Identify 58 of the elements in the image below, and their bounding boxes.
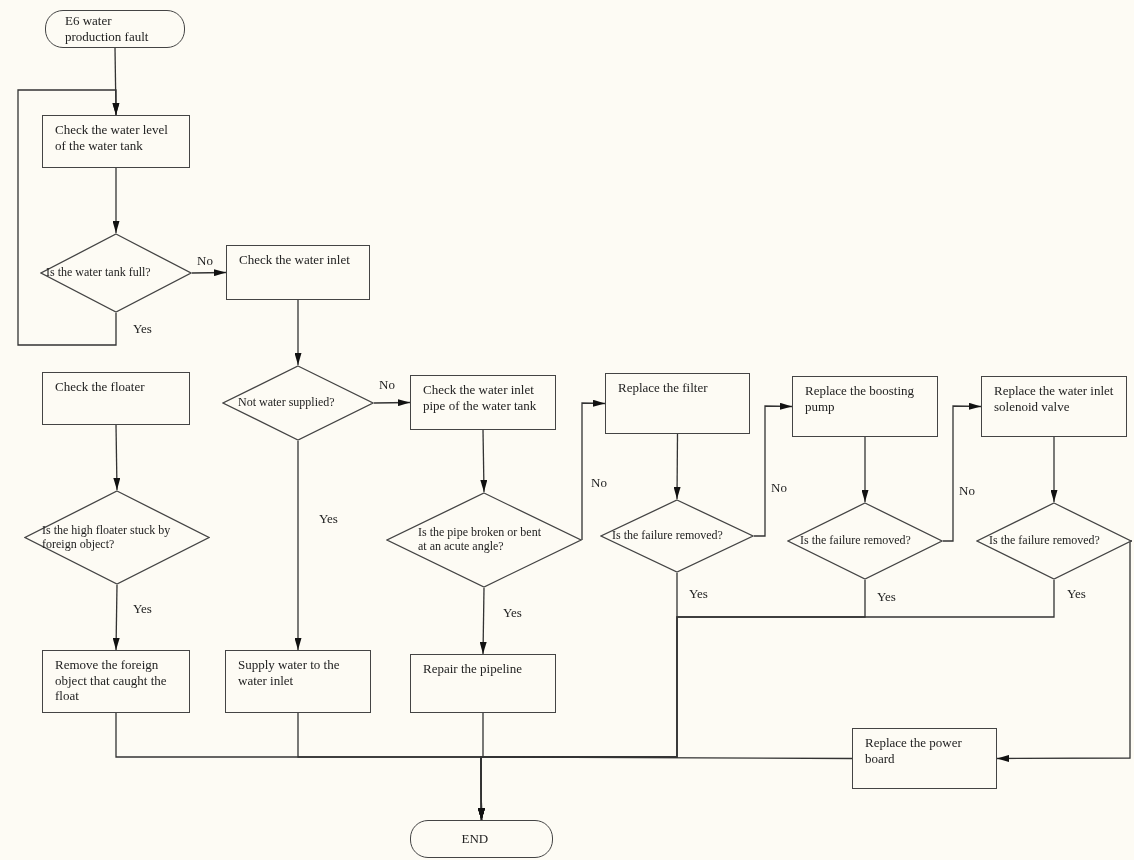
arrow xyxy=(17,89,120,346)
step-text: Check the floater xyxy=(55,379,146,395)
decision-diamond xyxy=(40,233,192,313)
step-text: Replace the boosting pump xyxy=(805,383,916,415)
arrow xyxy=(373,399,411,407)
process-box xyxy=(981,376,1127,437)
arrow xyxy=(477,756,853,821)
decision-diamond xyxy=(386,492,582,588)
step-text: END xyxy=(461,831,490,847)
arrow xyxy=(581,399,606,541)
decision-diamond xyxy=(787,502,943,580)
decision-text: Is the high floater stuck by foreign object? xyxy=(42,523,172,552)
process-box xyxy=(410,375,556,430)
step-text: Remove the foreign object that caught the float xyxy=(55,657,168,704)
step-text: E6 water production fault xyxy=(65,13,150,45)
arrow xyxy=(861,436,869,503)
arrow xyxy=(996,540,1133,762)
arrow xyxy=(113,424,121,491)
decision-text: Is the failure removed? xyxy=(989,534,1101,548)
arrow xyxy=(294,299,302,366)
decision-diamond xyxy=(24,490,210,585)
arrow xyxy=(294,440,302,651)
decision-diamond xyxy=(600,499,754,573)
decision-text: Not water supplied? xyxy=(238,396,336,410)
decision-diamond xyxy=(222,365,374,441)
process-box xyxy=(852,728,997,789)
process-box xyxy=(42,650,190,713)
process-box xyxy=(225,650,371,713)
arrow xyxy=(479,587,487,655)
step-text: Check the water inlet pipe of the water tank xyxy=(423,382,538,414)
step-text: Replace the power board xyxy=(865,735,963,767)
step-text: Check the water level of the water tank xyxy=(55,122,169,154)
arrow xyxy=(112,584,120,651)
decision-diamond xyxy=(976,502,1132,580)
process-box xyxy=(226,245,370,300)
arrow xyxy=(673,433,681,500)
arrow xyxy=(942,402,982,542)
arrow xyxy=(753,402,793,537)
process-box xyxy=(410,654,556,713)
step-text: Check the water inlet xyxy=(239,252,351,268)
arrow xyxy=(191,269,227,277)
process-box xyxy=(792,376,938,437)
arrow xyxy=(112,167,120,234)
terminal-box xyxy=(410,820,553,858)
arrow xyxy=(480,429,488,493)
decision-text: Is the failure removed? xyxy=(800,534,912,548)
step-text: Repair the pipeline xyxy=(423,661,523,677)
step-text: Supply water to the water inlet xyxy=(238,657,341,689)
decision-text: Is the water tank full? xyxy=(46,266,152,280)
arrow xyxy=(1050,436,1058,503)
terminal-box xyxy=(45,10,185,48)
step-text: Replace the filter xyxy=(618,380,709,396)
decision-text: Is the failure removed? xyxy=(612,529,724,543)
process-box xyxy=(605,373,750,434)
process-box xyxy=(42,115,190,168)
step-text: Replace the water inlet solenoid valve xyxy=(994,383,1115,415)
process-box xyxy=(42,372,190,425)
decision-text: Is the pipe broken or bent at an acute angle? xyxy=(418,526,542,554)
